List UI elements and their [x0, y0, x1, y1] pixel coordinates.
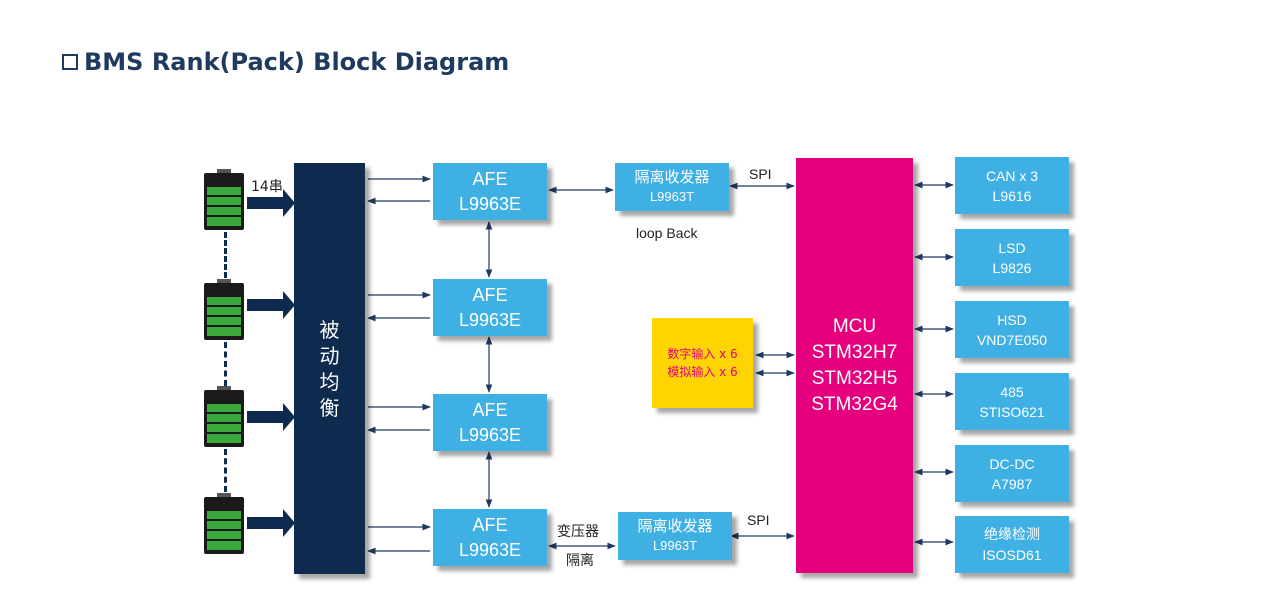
- balance-char: 衡: [319, 395, 340, 420]
- transceiver-name: 隔离收发器: [637, 517, 713, 535]
- page-title-text: BMS Rank(Pack) Block Diagram: [84, 48, 510, 76]
- peripheral-name: DC-DC: [989, 455, 1035, 472]
- battery-icon: [204, 169, 244, 230]
- afe-block-4: AFE L9963E: [433, 509, 547, 566]
- afe-name: AFE: [472, 399, 508, 420]
- digital-input-label: 数字输入 x 6: [667, 347, 738, 361]
- mcu-part: STM32H5: [811, 367, 898, 389]
- transceiver-name: 隔离收发器: [634, 168, 710, 186]
- transceiver-bottom-block: 隔离收发器 L9963T: [618, 512, 732, 560]
- afe-block-2: AFE L9963E: [433, 279, 547, 336]
- peripheral-part: ISOSD61: [982, 546, 1042, 563]
- page-title: BMS Rank(Pack) Block Diagram: [62, 48, 509, 76]
- peripheral-dcdc-block: DC-DC A7987: [955, 445, 1069, 502]
- spi-top-label: SPI: [749, 166, 772, 182]
- battery-1-arrow: [247, 189, 295, 217]
- afe-name: AFE: [472, 168, 508, 189]
- peripheral-name: CAN x 3: [985, 167, 1039, 184]
- balance-char: 均: [319, 369, 340, 394]
- transceiver-top-block: 隔离收发器 L9963T: [615, 163, 729, 211]
- mcu-title: MCU: [832, 315, 877, 337]
- afe-block-3: AFE L9963E: [433, 394, 547, 451]
- battery-2-arrow: [247, 291, 295, 319]
- peripheral-part: L9826: [992, 259, 1032, 276]
- balance-char: 被: [319, 317, 340, 342]
- spi-bottom-label: SPI: [747, 512, 770, 528]
- battery-icon: [204, 386, 244, 447]
- series-link-dash: [224, 449, 227, 492]
- peripheral-part: A7987: [991, 475, 1033, 492]
- series-count-label: 14串: [251, 179, 283, 195]
- afe-part: L9963E: [458, 193, 522, 214]
- checkbox-icon: [62, 54, 78, 70]
- loop-back-label: loop Back: [636, 225, 698, 241]
- transceiver-part: L9963T: [652, 538, 698, 553]
- afe-part: L9963E: [458, 424, 522, 445]
- peripheral-part: VND7E050: [976, 331, 1048, 348]
- mcu-part: STM32H7: [811, 341, 898, 363]
- battery-3-arrow: [247, 403, 295, 431]
- battery-icon: [204, 279, 244, 340]
- afe-part: L9963E: [458, 539, 522, 560]
- peripheral-lsd-block: LSD L9826: [955, 229, 1069, 286]
- balance-char: 动: [319, 343, 340, 368]
- battery-4-arrow: [247, 509, 295, 537]
- peripheral-name: LSD: [998, 239, 1026, 256]
- afe-block-1: AFE L9963E: [433, 163, 547, 220]
- peripheral-name: 485: [1000, 383, 1024, 400]
- passive-balancing-block: 被 动 均 衡: [294, 163, 365, 574]
- mcu-block: MCU STM32H7 STM32H5 STM32G4: [796, 158, 913, 573]
- peripheral-name: 绝缘检测: [984, 526, 1040, 543]
- battery-icon: [204, 493, 244, 554]
- peripheral-name: HSD: [997, 311, 1027, 328]
- series-link-dash: [224, 342, 227, 386]
- peripheral-part: STISO621: [979, 403, 1045, 420]
- peripheral-can-block: CAN x 3 L9616: [955, 157, 1069, 214]
- peripheral-hsd-block: HSD VND7E050: [955, 301, 1069, 358]
- afe-part: L9963E: [458, 309, 522, 330]
- series-link-dash: [224, 232, 227, 278]
- afe-name: AFE: [472, 514, 508, 535]
- peripheral-part: L9616: [992, 187, 1032, 204]
- analog-input-label: 模拟输入 x 6: [667, 365, 738, 379]
- peripheral-485-block: 485 STISO621: [955, 373, 1069, 430]
- transceiver-part: L9963T: [649, 189, 695, 204]
- io-input-block: 数字输入 x 6 模拟输入 x 6: [652, 318, 753, 408]
- transformer-label: 变压器: [557, 524, 599, 540]
- isolation-label: 隔离: [566, 553, 594, 569]
- mcu-part: STM32G4: [811, 393, 898, 415]
- afe-name: AFE: [472, 284, 508, 305]
- peripheral-insulation-block: 绝缘检测 ISOSD61: [955, 516, 1069, 573]
